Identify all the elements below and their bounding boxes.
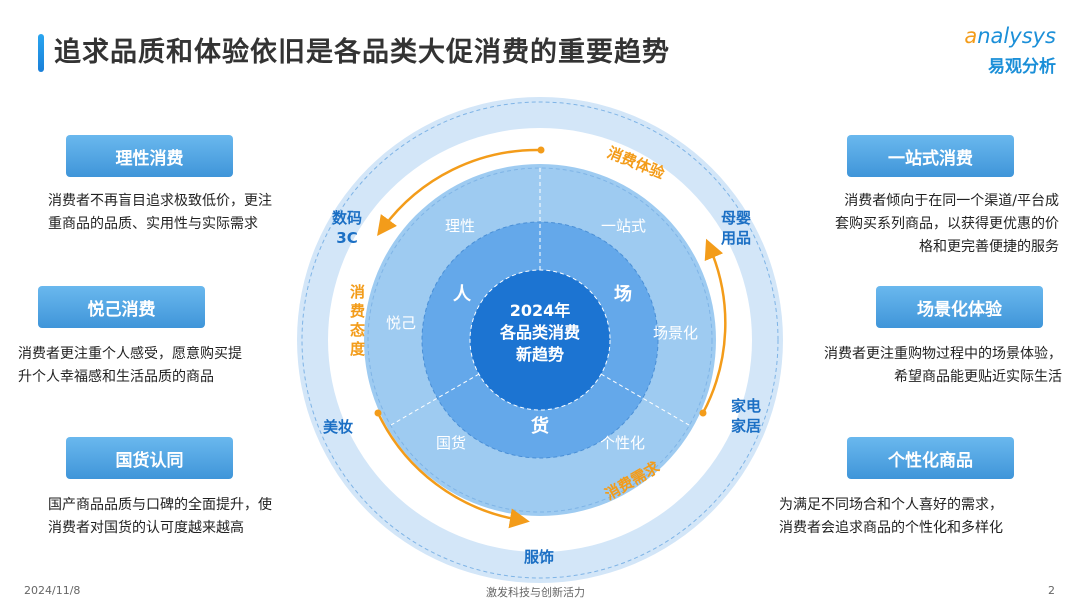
label-domestic: 国货 xyxy=(436,434,467,452)
pill-self: 悦己消费 xyxy=(38,286,205,328)
label-place: 场 xyxy=(614,284,632,305)
label-attitude: 消费态度 xyxy=(350,283,366,358)
desc-personal: 为满足不同场合和个人喜好的需求，消费者会追求商品的个性化和多样化 xyxy=(779,497,1003,536)
footer-slogan: 激发科技与创新活力 xyxy=(486,586,585,599)
pill-personal: 个性化商品 xyxy=(847,437,1014,479)
center-label: 2024年各品类消费新趋势 xyxy=(499,301,580,364)
category-apparel: 服饰 xyxy=(524,548,555,566)
page-title: 追求品质和体验依旧是各品类大促消费的重要趋势 xyxy=(54,37,670,68)
label-personal: 个性化 xyxy=(600,434,646,452)
pill-onestop: 一站式消费 xyxy=(847,135,1014,177)
divider xyxy=(390,373,480,426)
label-scene: 场景化 xyxy=(653,324,699,342)
arrow-attitude xyxy=(701,238,727,414)
center-circle xyxy=(470,270,610,410)
label-goods: 货 xyxy=(531,416,549,437)
desc-domestic: 国产商品品质与口碑的全面提升，使消费者对国货的认可度越来越高 xyxy=(48,497,272,536)
analysys-logo-cn: 易观分析 xyxy=(988,57,1056,77)
pill-rational: 理性消费 xyxy=(66,135,233,177)
arrow-demand xyxy=(376,412,530,529)
analysys-logo: analysys xyxy=(964,24,1056,48)
footer-date: 2024/11/8 xyxy=(24,584,81,597)
desc-onestop: 消费者倾向于在同一个渠道/平台成套购买系列商品，以获得更优惠的价格和更完善便捷的… xyxy=(835,193,1059,255)
category-baby: 母婴用品 xyxy=(721,209,752,247)
arrow-experience xyxy=(377,148,542,237)
pill-scene: 场景化体验 xyxy=(876,286,1043,328)
divider xyxy=(600,373,690,426)
page-number: 2 xyxy=(1048,584,1055,597)
label-self: 悦己 xyxy=(386,314,417,332)
desc-scene: 消费者更注重购物过程中的场景体验，希望商品能更贴近实际生活 xyxy=(824,346,1062,385)
label-onestop: 一站式 xyxy=(601,217,647,235)
label-rational: 理性 xyxy=(445,217,476,235)
desc-self: 消费者更注重个人感受，愿意购买提升个人幸福感和生活品质的商品 xyxy=(18,346,242,385)
category-beauty: 美妆 xyxy=(323,418,354,436)
label-people: 人 xyxy=(453,284,471,305)
title-accent-bar xyxy=(38,34,44,72)
pill-domestic: 国货认同 xyxy=(66,437,233,479)
category-appliance: 家电家居 xyxy=(731,397,762,435)
desc-rational: 消费者不再盲目追求极致低价，更注重商品的品质、实用性与实际需求 xyxy=(48,193,272,232)
